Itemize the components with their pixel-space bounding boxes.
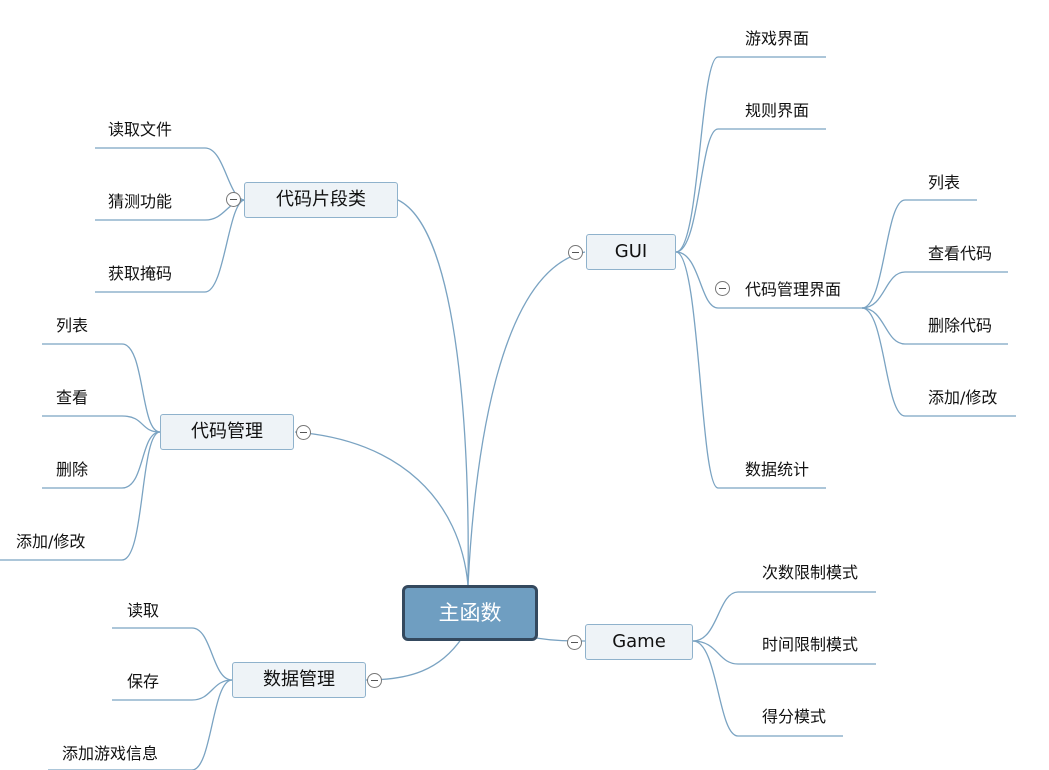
topic-code-snippet-class[interactable]: 代码片段类 [244,182,398,218]
leaf-read[interactable]: 读取 [127,601,160,620]
leaf-score-mode[interactable]: 得分模式 [762,707,827,726]
leaf-count-limit-mode[interactable]: 次数限制模式 [762,563,859,582]
collapse-icon-code-management-screen[interactable] [715,281,730,296]
central-node-main-function[interactable]: 主函数 [402,585,538,641]
collapse-icon-gui[interactable] [568,245,583,260]
topic-data-management[interactable]: 数据管理 [232,662,366,698]
leaf-list[interactable]: 列表 [56,316,89,335]
leaf-time-limit-mode[interactable]: 时间限制模式 [762,635,859,654]
leaf-add-game-info[interactable]: 添加游戏信息 [62,744,159,763]
leaf-ui-view-code[interactable]: 查看代码 [928,244,993,263]
leaf-delete[interactable]: 删除 [56,460,89,479]
topic-game[interactable]: Game [585,624,693,660]
leaf-ui-add-modify[interactable]: 添加/修改 [928,388,998,407]
leaf-game-screen[interactable]: 游戏界面 [745,29,810,48]
leaf-save[interactable]: 保存 [127,672,160,691]
collapse-icon-game[interactable] [567,635,582,650]
leaf-code-management-screen[interactable]: 代码管理界面 [745,280,842,299]
leaf-ui-delete-code[interactable]: 删除代码 [928,316,993,335]
collapse-icon-data-management[interactable] [367,673,382,688]
leaf-read-file[interactable]: 读取文件 [108,120,173,139]
leaf-add-modify[interactable]: 添加/修改 [16,532,86,551]
collapse-icon-code-management[interactable] [296,425,311,440]
leaf-ui-list[interactable]: 列表 [928,173,961,192]
leaf-guess-function[interactable]: 猜测功能 [108,192,173,211]
leaf-view[interactable]: 查看 [56,388,89,407]
leaf-rules-screen[interactable]: 规则界面 [745,101,810,120]
topic-code-management[interactable]: 代码管理 [160,414,294,450]
collapse-icon-code-snippet-class[interactable] [226,192,241,207]
leaf-data-statistics[interactable]: 数据统计 [745,460,810,479]
leaf-get-mask[interactable]: 获取掩码 [108,264,173,283]
topic-gui[interactable]: GUI [586,234,676,270]
